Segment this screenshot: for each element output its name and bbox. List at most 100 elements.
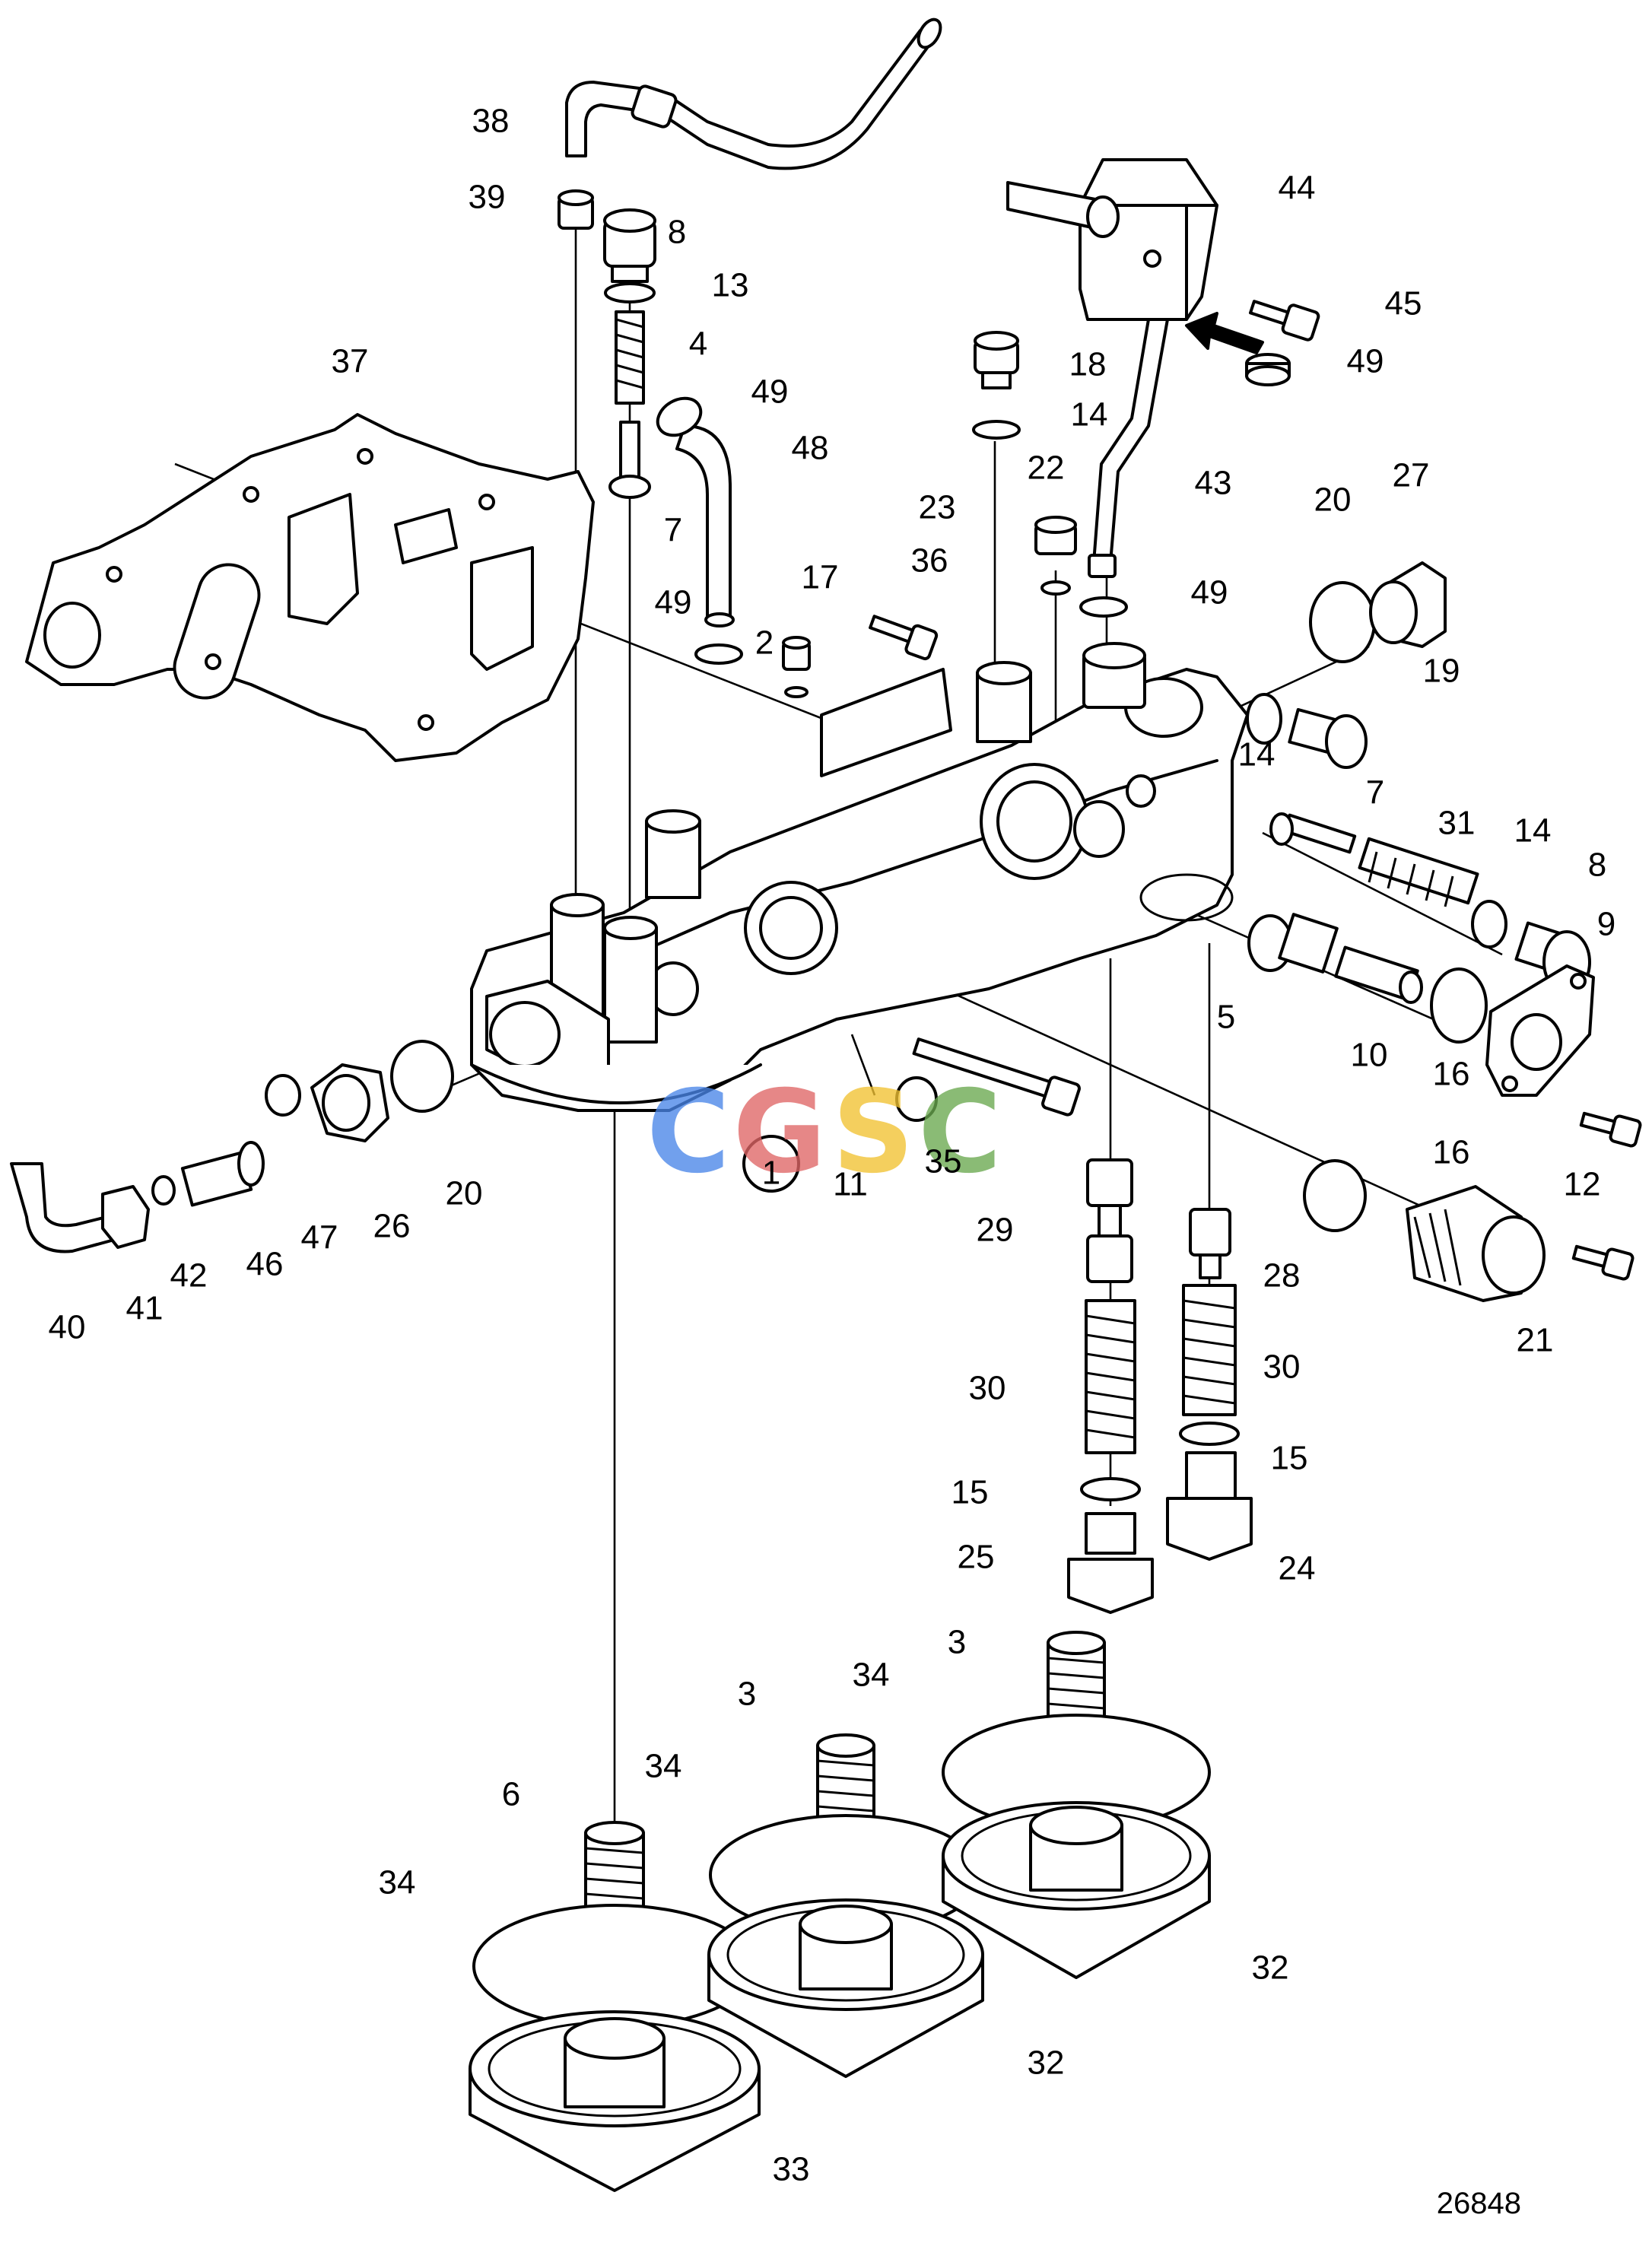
callout-24: 24	[1279, 1550, 1316, 1587]
ring-13	[604, 282, 656, 303]
callout-16: 16	[1433, 1056, 1470, 1093]
callout-10: 10	[1351, 1037, 1388, 1074]
filter-housing	[470, 642, 1249, 1112]
spring-30-right	[1182, 1284, 1237, 1416]
callout-3: 3	[738, 1676, 756, 1713]
callout-8: 8	[1588, 847, 1606, 884]
hose-48	[656, 396, 735, 627]
watermark-letter: C	[918, 1066, 1002, 1199]
callout-20: 20	[1314, 481, 1352, 519]
callout-7: 7	[1366, 774, 1384, 812]
callout-46: 46	[246, 1246, 284, 1283]
callout-1-circle	[742, 1135, 800, 1193]
pipe-43	[1088, 318, 1169, 578]
watermark-letter: S	[832, 1066, 914, 1199]
callout-34: 34	[645, 1748, 682, 1785]
callout-33: 33	[773, 2151, 810, 2188]
callout-2: 2	[755, 624, 774, 662]
callout-49: 49	[1191, 574, 1228, 612]
callout-29: 29	[977, 1212, 1014, 1249]
callout-13: 13	[712, 267, 749, 304]
callout-8: 8	[668, 214, 686, 251]
thermostat-21	[1406, 1185, 1546, 1302]
callout-37: 37	[332, 343, 369, 380]
plug-19	[1288, 707, 1368, 769]
callout-9: 9	[1597, 906, 1615, 943]
callout-38: 38	[472, 103, 510, 140]
callout-5: 5	[1217, 999, 1235, 1036]
callout-41: 41	[126, 1290, 164, 1327]
callout-26: 26	[373, 1208, 411, 1245]
callout-31: 31	[1438, 805, 1476, 842]
callout-48: 48	[792, 430, 829, 467]
direction-arrow	[1185, 312, 1264, 354]
plug-8-top	[603, 208, 656, 283]
callout-16: 16	[1433, 1134, 1470, 1171]
ring-14-right	[1246, 693, 1282, 745]
pipe-38	[565, 17, 942, 170]
spring-31	[1358, 837, 1479, 907]
callout-42: 42	[170, 1257, 208, 1295]
plug-17	[782, 636, 811, 671]
callout-18: 18	[1069, 346, 1107, 383]
callout-6: 6	[502, 1776, 520, 1813]
callout-35: 35	[925, 1143, 962, 1180]
plug-22	[1034, 516, 1077, 555]
callout-45: 45	[1385, 285, 1422, 322]
callout-25: 25	[958, 1539, 995, 1576]
callout-30: 30	[1263, 1349, 1301, 1386]
bolt-36	[869, 615, 939, 661]
valve-28	[1189, 1208, 1231, 1279]
plug-27	[1369, 561, 1447, 648]
callout-27: 27	[1393, 457, 1430, 494]
callout-22: 22	[1028, 450, 1065, 487]
callout-47: 47	[301, 1219, 338, 1257]
callout-11: 11	[833, 1166, 868, 1203]
watermark-letter: C	[647, 1066, 730, 1199]
piston-7-top	[608, 421, 651, 499]
callout-17: 17	[802, 559, 839, 596]
adapter-26	[310, 1063, 389, 1142]
ring-49-pipe	[1079, 596, 1128, 618]
bolt-45	[1248, 300, 1320, 342]
valve-29	[1086, 1158, 1133, 1283]
ring-16-lower	[1303, 1159, 1367, 1232]
callout-39: 39	[469, 179, 506, 216]
ring-20-right	[1309, 581, 1376, 663]
piston-7-right	[1269, 812, 1357, 854]
plug-25	[1067, 1512, 1154, 1614]
callout-32: 32	[1252, 1949, 1289, 1987]
callout-15: 15	[951, 1474, 989, 1511]
ring-11	[895, 1076, 938, 1122]
callout-14: 14	[1238, 736, 1276, 774]
filter-bowl-33	[469, 2010, 761, 2192]
callout-49: 49	[1347, 343, 1384, 380]
callout-12: 12	[1564, 1166, 1601, 1203]
ring-49-right	[1245, 353, 1291, 386]
callout-14: 14	[1514, 812, 1552, 850]
valve-5	[1247, 913, 1339, 974]
callout-49: 49	[751, 373, 789, 411]
bolt-12-upper	[1579, 1111, 1642, 1148]
callout-44: 44	[1279, 170, 1316, 207]
cover-9	[1485, 964, 1595, 1097]
spring-30-left	[1085, 1299, 1136, 1454]
callout-49: 49	[655, 584, 692, 621]
callout-34: 34	[853, 1657, 890, 1694]
callout-3: 3	[948, 1624, 966, 1661]
ring-15-right	[1179, 1422, 1240, 1446]
ring-47	[265, 1074, 301, 1117]
ring-16-upper	[1430, 967, 1488, 1044]
ring-20-left	[390, 1040, 454, 1113]
banjo-bolt-39	[558, 189, 594, 230]
callout-23: 23	[919, 489, 956, 526]
callout-34: 34	[379, 1864, 416, 1901]
callout-1: 1	[762, 1155, 780, 1192]
callout-30: 30	[969, 1370, 1006, 1407]
callout-19: 19	[1423, 653, 1460, 690]
plug-18	[974, 331, 1019, 389]
nut-41	[101, 1185, 150, 1249]
